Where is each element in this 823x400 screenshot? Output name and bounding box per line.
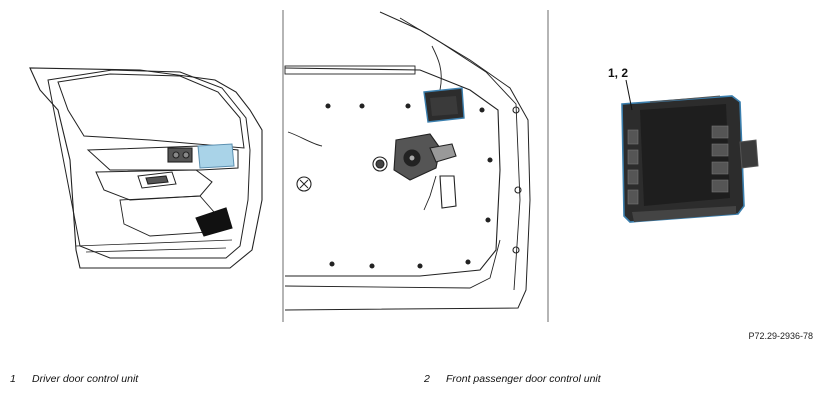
callout-leader-line: [625, 79, 633, 111]
highlighted-control-unit-location: [197, 143, 235, 169]
figure-reference: P72.29-2936-78: [748, 331, 813, 341]
legend-number: 2: [424, 373, 430, 385]
legend-text: Front passenger door control unit: [446, 373, 601, 385]
control-unit-detail: [621, 95, 759, 223]
mounted-control-unit: [423, 87, 465, 123]
legend-text: Driver door control unit: [32, 373, 139, 385]
legend-item-1: 1 Driver door control unit: [10, 373, 138, 385]
legend-item-2: 2 Front passenger door control unit: [424, 373, 601, 385]
callout-label: 1, 2: [608, 66, 628, 80]
legend-number: 1: [10, 373, 16, 385]
door-interior-illustration: [29, 67, 263, 269]
door-inner-panel-illustration: [284, 11, 531, 311]
